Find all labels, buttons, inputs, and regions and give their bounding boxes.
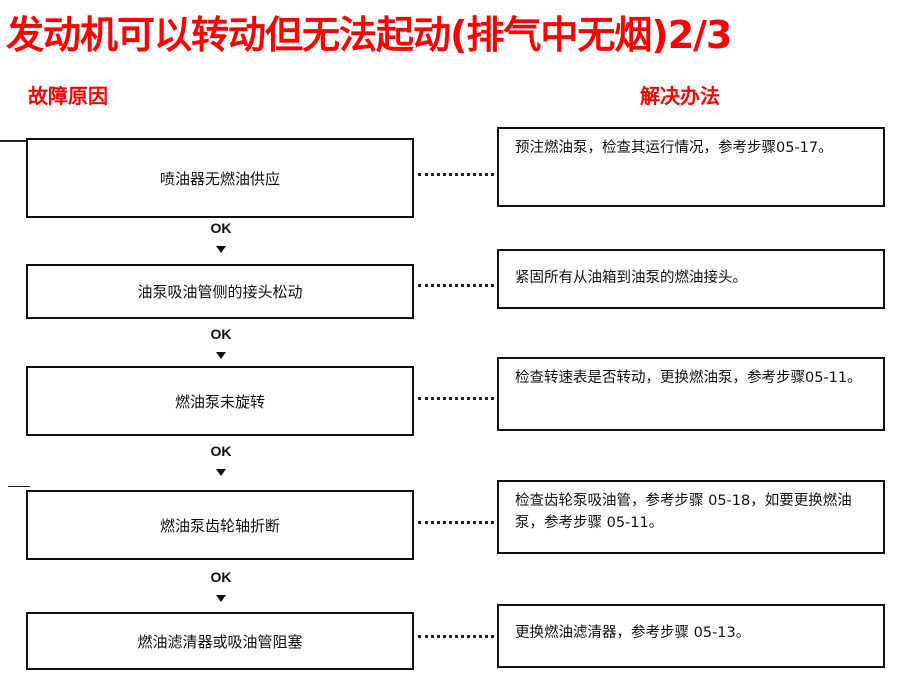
solution-box-4: 检查齿轮泵吸油管，参考步骤 05-18，如要更换燃油泵，参考步骤 05-11。 — [497, 480, 885, 554]
connector-dots-3 — [418, 397, 494, 400]
solution-box-3: 检查转速表是否转动，更换燃油泵，参考步骤05-11。 — [497, 357, 885, 431]
solution-column-header: 解决办法 — [640, 84, 720, 108]
ok-label-2: OK — [210, 326, 232, 342]
cause-box-5: 燃油滤清器或吸油管阻塞 — [26, 612, 414, 670]
cause-box-3: 燃油泵未旋转 — [26, 366, 414, 436]
connector-dots-5 — [418, 635, 494, 638]
ok-label-4: OK — [210, 569, 232, 585]
down-arrow-icon — [216, 246, 226, 253]
down-arrow-icon — [216, 595, 226, 602]
solution-box-5: 更换燃油滤清器，参考步骤 05-13。 — [497, 604, 885, 668]
cause-box-2: 油泵吸油管侧的接头松动 — [26, 264, 414, 319]
connector-dots-4 — [418, 521, 494, 524]
down-arrow-icon — [216, 352, 226, 359]
solution-box-2: 紧固所有从油箱到油泵的燃油接头。 — [497, 249, 885, 309]
ok-label-3: OK — [210, 443, 232, 459]
ok-label-1: OK — [210, 220, 232, 236]
down-arrow-icon — [216, 469, 226, 476]
connector-dots-2 — [418, 284, 494, 287]
connector-dots-1 — [418, 173, 494, 176]
page-title: 发动机可以转动但无法起动(排气中无烟)2/3 — [6, 13, 733, 57]
cause-column-header: 故障原因 — [28, 84, 108, 108]
scan-line — [8, 486, 30, 487]
cause-box-1: 喷油器无燃油供应 — [26, 138, 414, 218]
cause-box-4: 燃油泵齿轮轴折断 — [26, 490, 414, 560]
solution-box-1: 预注燃油泵，检查其运行情况，参考步骤05-17。 — [497, 127, 885, 207]
scan-line — [0, 140, 26, 142]
